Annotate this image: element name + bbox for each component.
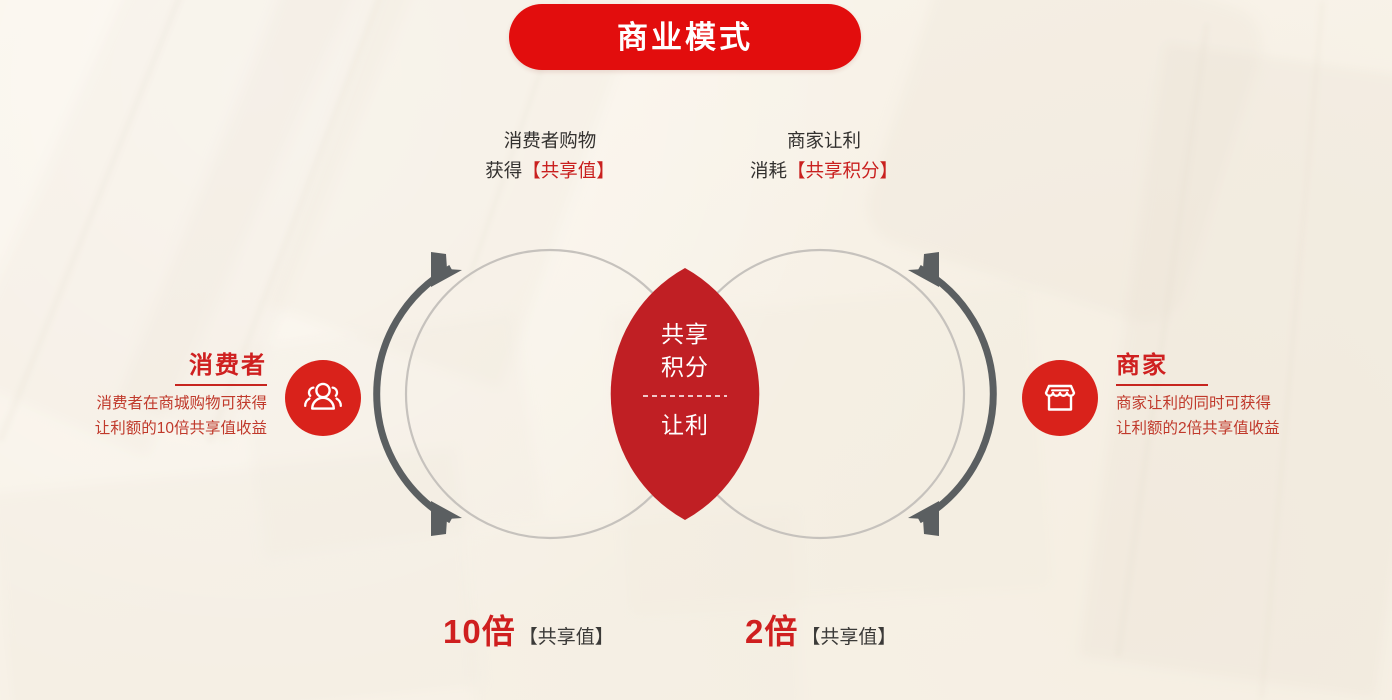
multiplier-merchant-unit: 【共享值】 bbox=[801, 627, 897, 648]
caption-merchant-line1: 商家让利 bbox=[786, 130, 861, 151]
merchant-text-group: 商家 商家让利的同时可获得 让利额的2倍共享值收益 bbox=[1116, 352, 1371, 441]
consumer-rule bbox=[175, 384, 267, 386]
consumer-icon-badge bbox=[285, 360, 361, 436]
page-title-badge: 商业模式 bbox=[509, 4, 861, 70]
side-block-merchant: 商家 商家让利的同时可获得 让利额的2倍共享值收益 bbox=[1022, 352, 1371, 441]
page-title: 商业模式 bbox=[617, 19, 753, 55]
merchant-desc-line1: 商家让利的同时可获得 bbox=[1116, 395, 1272, 412]
caption-merchant-line2-highlight: 【共享积分】 bbox=[787, 160, 899, 181]
arrow-merchant-bottom-icon bbox=[908, 501, 939, 536]
caption-merchant-flow: 商家让利 消耗【共享积分】 bbox=[700, 126, 948, 186]
arrow-consumer-bottom-icon bbox=[431, 501, 462, 536]
arc-merchant bbox=[917, 264, 997, 524]
caption-merchant-line2: 消耗【共享积分】 bbox=[700, 156, 948, 186]
circle-outline-merchant bbox=[674, 248, 966, 540]
caption-consumer-line2: 获得【共享值】 bbox=[430, 156, 670, 186]
multiplier-merchant: 2倍【共享值】 bbox=[745, 612, 896, 659]
consumer-text-group: 消费者 消费者在商城购物可获得 让利额的10倍共享值收益 bbox=[12, 352, 267, 441]
arc-consumer bbox=[373, 264, 453, 524]
merchant-icon-badge bbox=[1022, 360, 1098, 436]
multiplier-consumer-value: 10倍 bbox=[443, 613, 516, 650]
lens-intersection bbox=[610, 268, 760, 520]
multiplier-consumer-unit: 【共享值】 bbox=[518, 627, 614, 648]
arrow-consumer-top-icon bbox=[431, 252, 462, 287]
arrow-merchant-top-icon bbox=[908, 252, 939, 287]
caption-consumer-line2-highlight: 【共享值】 bbox=[522, 160, 615, 181]
people-group-icon bbox=[304, 382, 342, 410]
lens-label-points: 共享 积分 bbox=[635, 318, 735, 384]
lens-label-discount: 让利 bbox=[661, 412, 709, 438]
lens-points-line2: 积分 bbox=[661, 354, 709, 380]
multiplier-merchant-value: 2倍 bbox=[745, 613, 799, 650]
multiplier-consumer: 10倍【共享值】 bbox=[443, 612, 614, 659]
caption-consumer-line2-prefix: 获得 bbox=[485, 160, 523, 181]
side-block-consumer: 消费者 消费者在商城购物可获得 让利额的10倍共享值收益 bbox=[12, 352, 361, 441]
lens-points-line1: 共享 bbox=[661, 321, 709, 347]
caption-consumer-line1: 消费者购物 bbox=[503, 130, 597, 151]
consumer-heading: 消费者 bbox=[189, 352, 267, 379]
caption-consumer-flow: 消费者购物 获得【共享值】 bbox=[430, 126, 670, 186]
caption-merchant-line2-prefix: 消耗 bbox=[749, 160, 787, 181]
merchant-heading: 商家 bbox=[1116, 352, 1168, 379]
circle-outline-consumer bbox=[404, 248, 696, 540]
merchant-rule bbox=[1116, 384, 1208, 386]
consumer-desc-line2: 让利额的10倍共享值收益 bbox=[94, 420, 267, 437]
merchant-desc-line2: 让利额的2倍共享值收益 bbox=[1116, 420, 1280, 437]
consumer-desc-line1: 消费者在商城购物可获得 bbox=[96, 395, 267, 412]
storefront-icon bbox=[1044, 384, 1076, 411]
